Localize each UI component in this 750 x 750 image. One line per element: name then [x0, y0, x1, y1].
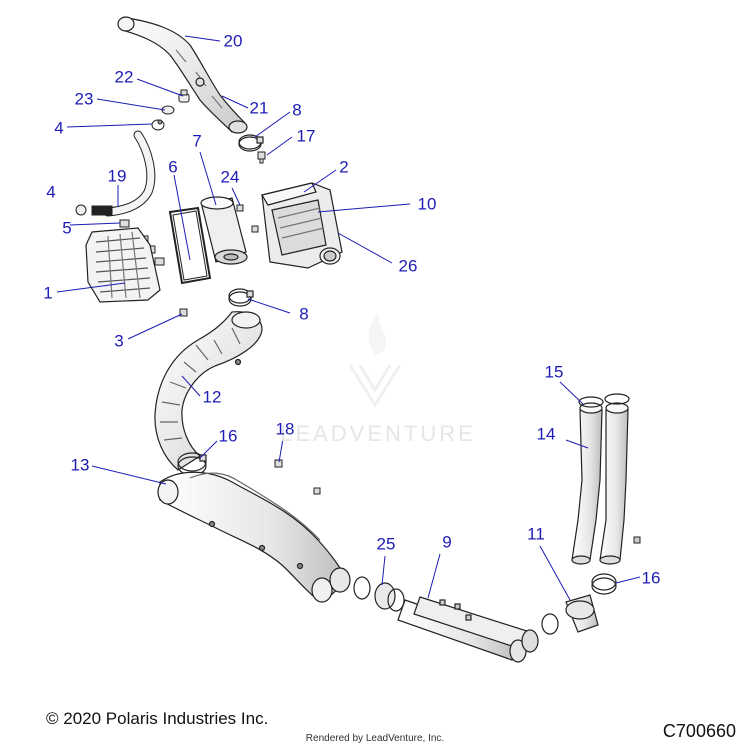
callout-3: 3 [114, 331, 124, 351]
part-7-air-filter [200, 196, 248, 265]
part-2-airbox-housing [261, 182, 343, 269]
part-11-elbow [541, 594, 599, 635]
part-8-clamp-upper [238, 134, 264, 152]
callout-18: 18 [275, 419, 295, 439]
part-18-screw [274, 459, 321, 495]
callout-16-left: 16 [218, 426, 238, 446]
callout-5: 5 [62, 218, 72, 238]
part-15-clamps [578, 393, 630, 408]
part-20-intake-duct [117, 16, 248, 134]
small-screw [633, 536, 641, 544]
callout-14: 14 [536, 424, 556, 444]
callout-15: 15 [544, 362, 564, 382]
part-16-clamp-right [591, 573, 617, 595]
callout-2: 2 [339, 157, 349, 177]
part-6-gasket [168, 206, 212, 285]
part-3-screw [179, 308, 188, 317]
part-14-twin-tubes [571, 402, 629, 565]
callout-23: 23 [74, 89, 94, 109]
part-22-fitting [178, 89, 190, 103]
watermark-logo [348, 312, 402, 408]
callout-25: 25 [376, 534, 396, 554]
callout-22: 22 [114, 67, 134, 87]
callout-1: 1 [43, 283, 53, 303]
diagram-code: C700660 [662, 721, 736, 741]
leader-lines [56, 35, 641, 601]
part-17-screw [257, 151, 266, 164]
rendered-by-text: Rendered by LeadVenture, Inc. [305, 733, 445, 744]
callout-10: 10 [417, 194, 437, 214]
callout-4-upper: 4 [54, 118, 64, 138]
part-19-hose [91, 130, 156, 217]
watermark-text: LEADVENTURE [280, 421, 476, 446]
callout-9: 9 [442, 532, 452, 552]
callout-6: 6 [168, 157, 178, 177]
callout-16-right: 16 [641, 568, 661, 588]
callout-21: 21 [249, 98, 269, 118]
callout-24: 24 [220, 167, 240, 187]
callout-20: 20 [223, 31, 243, 51]
callout-4-lower: 4 [46, 182, 56, 202]
part-9-twin-tubes [397, 596, 539, 663]
part-12-bellows-duct [154, 311, 263, 471]
callout-19: 19 [107, 166, 127, 186]
callout-7: 7 [192, 131, 202, 151]
callout-12: 12 [202, 387, 222, 407]
copyright-text: © 2020 Polaris Industries Inc. [46, 709, 269, 728]
part-1-airbox-cover [85, 227, 161, 303]
callout-17: 17 [296, 126, 316, 146]
part-4-clamp-lower [75, 204, 87, 216]
callout-26: 26 [398, 256, 418, 276]
part-4-clamp-upper [151, 119, 165, 131]
callout-8-lower: 8 [299, 304, 309, 324]
callout-13: 13 [70, 455, 90, 475]
callout-11: 11 [527, 524, 545, 544]
part-25-coupler [353, 576, 405, 612]
part-8-clamp-lower [228, 288, 254, 307]
part-13-manifold [157, 471, 351, 603]
callout-8-upper: 8 [292, 100, 302, 120]
